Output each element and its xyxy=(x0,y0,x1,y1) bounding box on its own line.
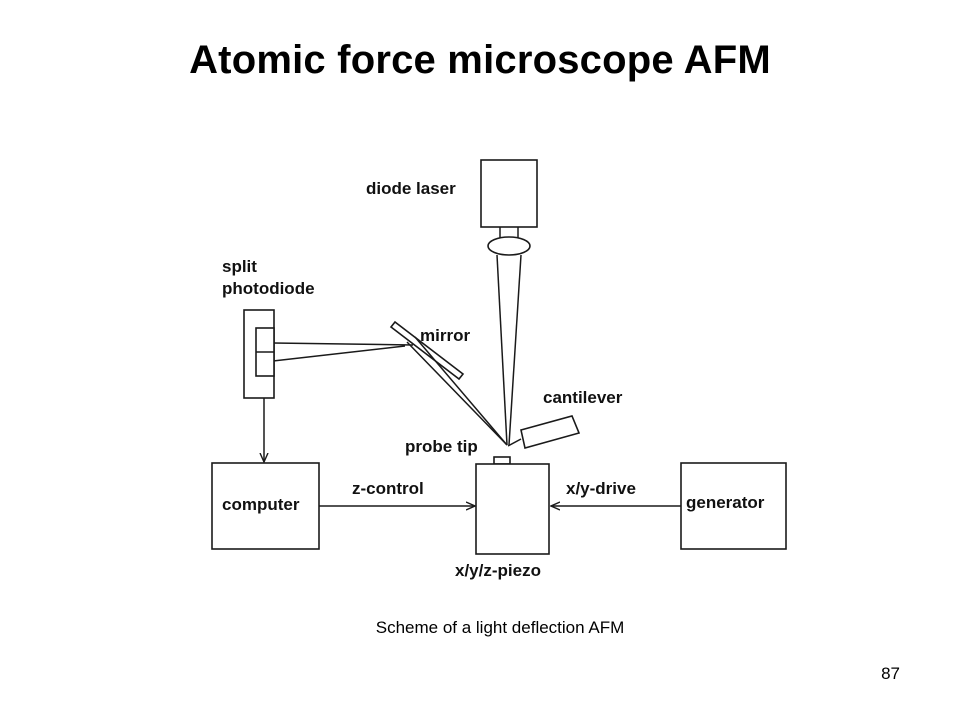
piezo-label: x/y/z-piezo xyxy=(455,561,541,580)
figure-caption: Scheme of a light deflection AFM xyxy=(375,618,625,637)
diode-laser xyxy=(480,159,538,446)
cantilever-label: cantilever xyxy=(543,388,623,407)
computer-box xyxy=(211,462,320,550)
xyz-piezo xyxy=(475,456,550,555)
page-number: 87 xyxy=(881,664,900,683)
probe-tip-label: probe tip xyxy=(405,437,478,456)
generator-box xyxy=(680,462,787,550)
reflected-beam xyxy=(406,341,508,446)
diode-laser-label: diode laser xyxy=(366,179,456,198)
slide-title: Atomic force microscope AFM xyxy=(189,38,771,82)
split-photodiode xyxy=(243,309,275,399)
cantilever xyxy=(507,415,581,449)
computer-label: computer xyxy=(222,495,300,514)
xy-drive-label: x/y-drive xyxy=(566,479,636,498)
generator-label: generator xyxy=(686,493,765,512)
split-photodiode-label-2: photodiode xyxy=(222,279,315,298)
mirror-label: mirror xyxy=(420,326,470,345)
split-photodiode-label-1: split xyxy=(222,257,257,276)
z-control-label: z-control xyxy=(352,479,424,498)
